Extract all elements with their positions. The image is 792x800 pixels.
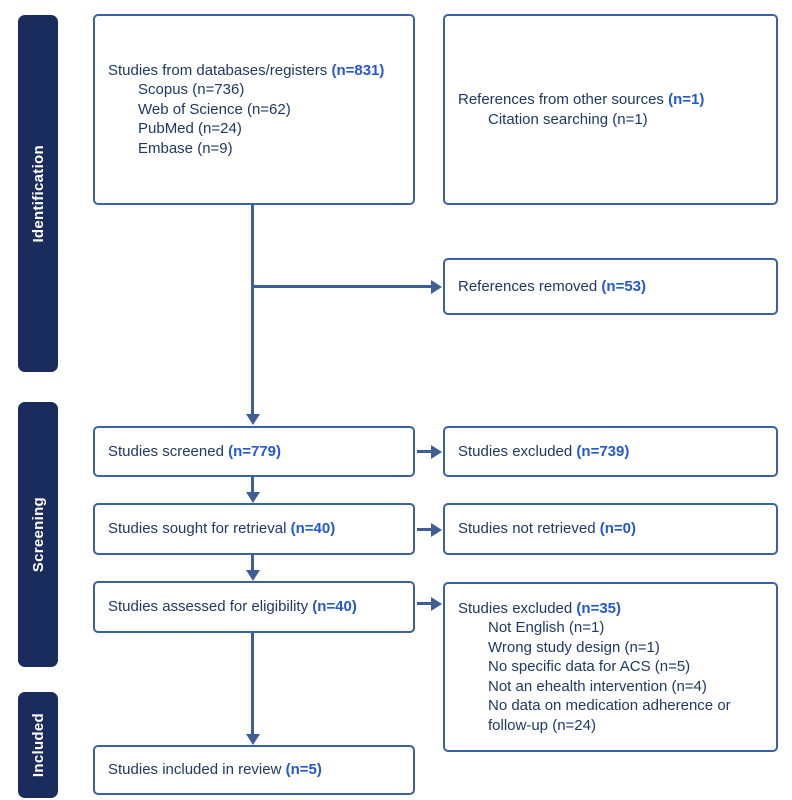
box-other-sources-title-text: References from other sources: [458, 91, 669, 108]
box-screened-n: (n=779): [228, 442, 282, 460]
stage-bar-identification: Identification: [18, 15, 58, 372]
box-references-removed: References removed (n=53): [443, 258, 778, 315]
connector-assessed-to-included-line: [251, 633, 254, 734]
box-references-removed-title: References removed (n=53): [458, 277, 764, 297]
box-other-sources-item: Citation searching (n=1): [488, 110, 648, 128]
box-databases-item: Embase (n=9): [138, 139, 233, 157]
box-excluded-screened-title-text: Studies excluded: [458, 442, 577, 460]
box-included-n: (n=5): [285, 761, 322, 779]
box-databases-item: PubMed (n=24): [138, 120, 242, 138]
connector-databases-to-screened-arrowhead: [246, 414, 260, 425]
box-excluded-assessed: Studies excluded (n=35) Not English (n=1…: [443, 582, 778, 752]
box-databases-item: Web of Science (n=62): [138, 100, 291, 118]
connector-screened-to-excluded-line: [417, 450, 432, 453]
box-other-sources-n: (n=1): [668, 91, 705, 108]
box-not-retrieved-n: (n=0): [599, 520, 637, 538]
box-databases-title: Studies from databases/registers (n=831): [108, 61, 401, 81]
box-assessed: Studies assessed for eligibility (n=40): [93, 581, 415, 633]
connector-assessed-to-included-arrowhead: [246, 734, 260, 745]
box-databases-title-text: Studies from databases/registers: [108, 61, 332, 79]
connector-databases-to-screened-line: [251, 205, 254, 414]
box-sought-title-text: Studies sought for retrieval: [108, 520, 291, 538]
box-excluded-screened-n: (n=739): [576, 442, 630, 460]
box-sought: Studies sought for retrieval (n=40): [93, 503, 415, 555]
box-other-sources: References from other sources (n=1) Cita…: [443, 14, 778, 205]
stage-label-identification: Identification: [29, 144, 47, 243]
stage-label-included: Included: [29, 712, 47, 778]
box-excluded-assessed-title-text: Studies excluded: [458, 599, 577, 617]
box-excluded-assessed-title: Studies excluded (n=35): [458, 599, 764, 619]
box-excluded-assessed-item: No specific data for ACS (n=5): [488, 658, 691, 676]
stage-bar-included: Included: [18, 692, 58, 798]
box-databases: Studies from databases/registers (n=831)…: [93, 14, 415, 205]
box-excluded-assessed-item: Wrong study design (n=1): [488, 638, 660, 656]
box-assessed-title: Studies assessed for eligibility (n=40): [108, 597, 401, 617]
box-included: Studies included in review (n=5): [93, 745, 415, 795]
connector-sought-to-notretrieved-arrowhead: [431, 523, 442, 537]
connector-screened-to-sought-arrowhead: [246, 492, 260, 503]
box-references-removed-title-text: References removed: [458, 277, 602, 295]
box-databases-item: Scopus (n=736): [138, 81, 245, 99]
box-excluded-assessed-n: (n=35): [576, 599, 622, 617]
connector-sought-to-assessed-arrowhead: [246, 570, 260, 581]
connector-assessed-to-excluded-line: [417, 602, 432, 605]
box-screened: Studies screened (n=779): [93, 426, 415, 477]
stage-bar-screening: Screening: [18, 402, 58, 667]
stage-label-screening: Screening: [29, 496, 47, 573]
connector-sought-to-assessed-line: [251, 555, 254, 571]
connector-to-references-removed-line: [251, 285, 432, 288]
box-references-removed-n: (n=53): [601, 277, 647, 295]
box-included-title-text: Studies included in review: [108, 761, 286, 779]
connector-to-references-removed-arrowhead: [431, 280, 442, 294]
connector-assessed-to-excluded-arrowhead: [431, 597, 442, 611]
connector-screened-to-sought-line: [251, 477, 254, 493]
box-included-title: Studies included in review (n=5): [108, 760, 401, 780]
box-other-sources-title: References from other sources (n=1): [458, 90, 764, 110]
box-excluded-screened: Studies excluded (n=739): [443, 426, 778, 477]
box-excluded-assessed-item: Not English (n=1): [488, 619, 605, 637]
connector-screened-to-excluded-arrowhead: [431, 445, 442, 459]
box-excluded-assessed-item: No data on medication adherence or follo…: [488, 697, 731, 734]
box-sought-n: (n=40): [290, 520, 336, 538]
box-excluded-assessed-item: Not an ehealth intervention (n=4): [488, 677, 707, 695]
box-not-retrieved-title: Studies not retrieved (n=0): [458, 519, 764, 539]
box-sought-title: Studies sought for retrieval (n=40): [108, 519, 401, 539]
box-databases-n: (n=831): [331, 61, 385, 79]
connector-sought-to-notretrieved-line: [417, 528, 432, 531]
box-assessed-n: (n=40): [312, 598, 357, 616]
box-not-retrieved-title-text: Studies not retrieved: [458, 520, 600, 538]
box-not-retrieved: Studies not retrieved (n=0): [443, 503, 778, 555]
box-screened-title: Studies screened (n=779): [108, 442, 401, 462]
box-screened-title-text: Studies screened: [108, 442, 229, 460]
box-assessed-title-text: Studies assessed for eligibility: [108, 598, 313, 616]
box-excluded-screened-title: Studies excluded (n=739): [458, 442, 764, 462]
